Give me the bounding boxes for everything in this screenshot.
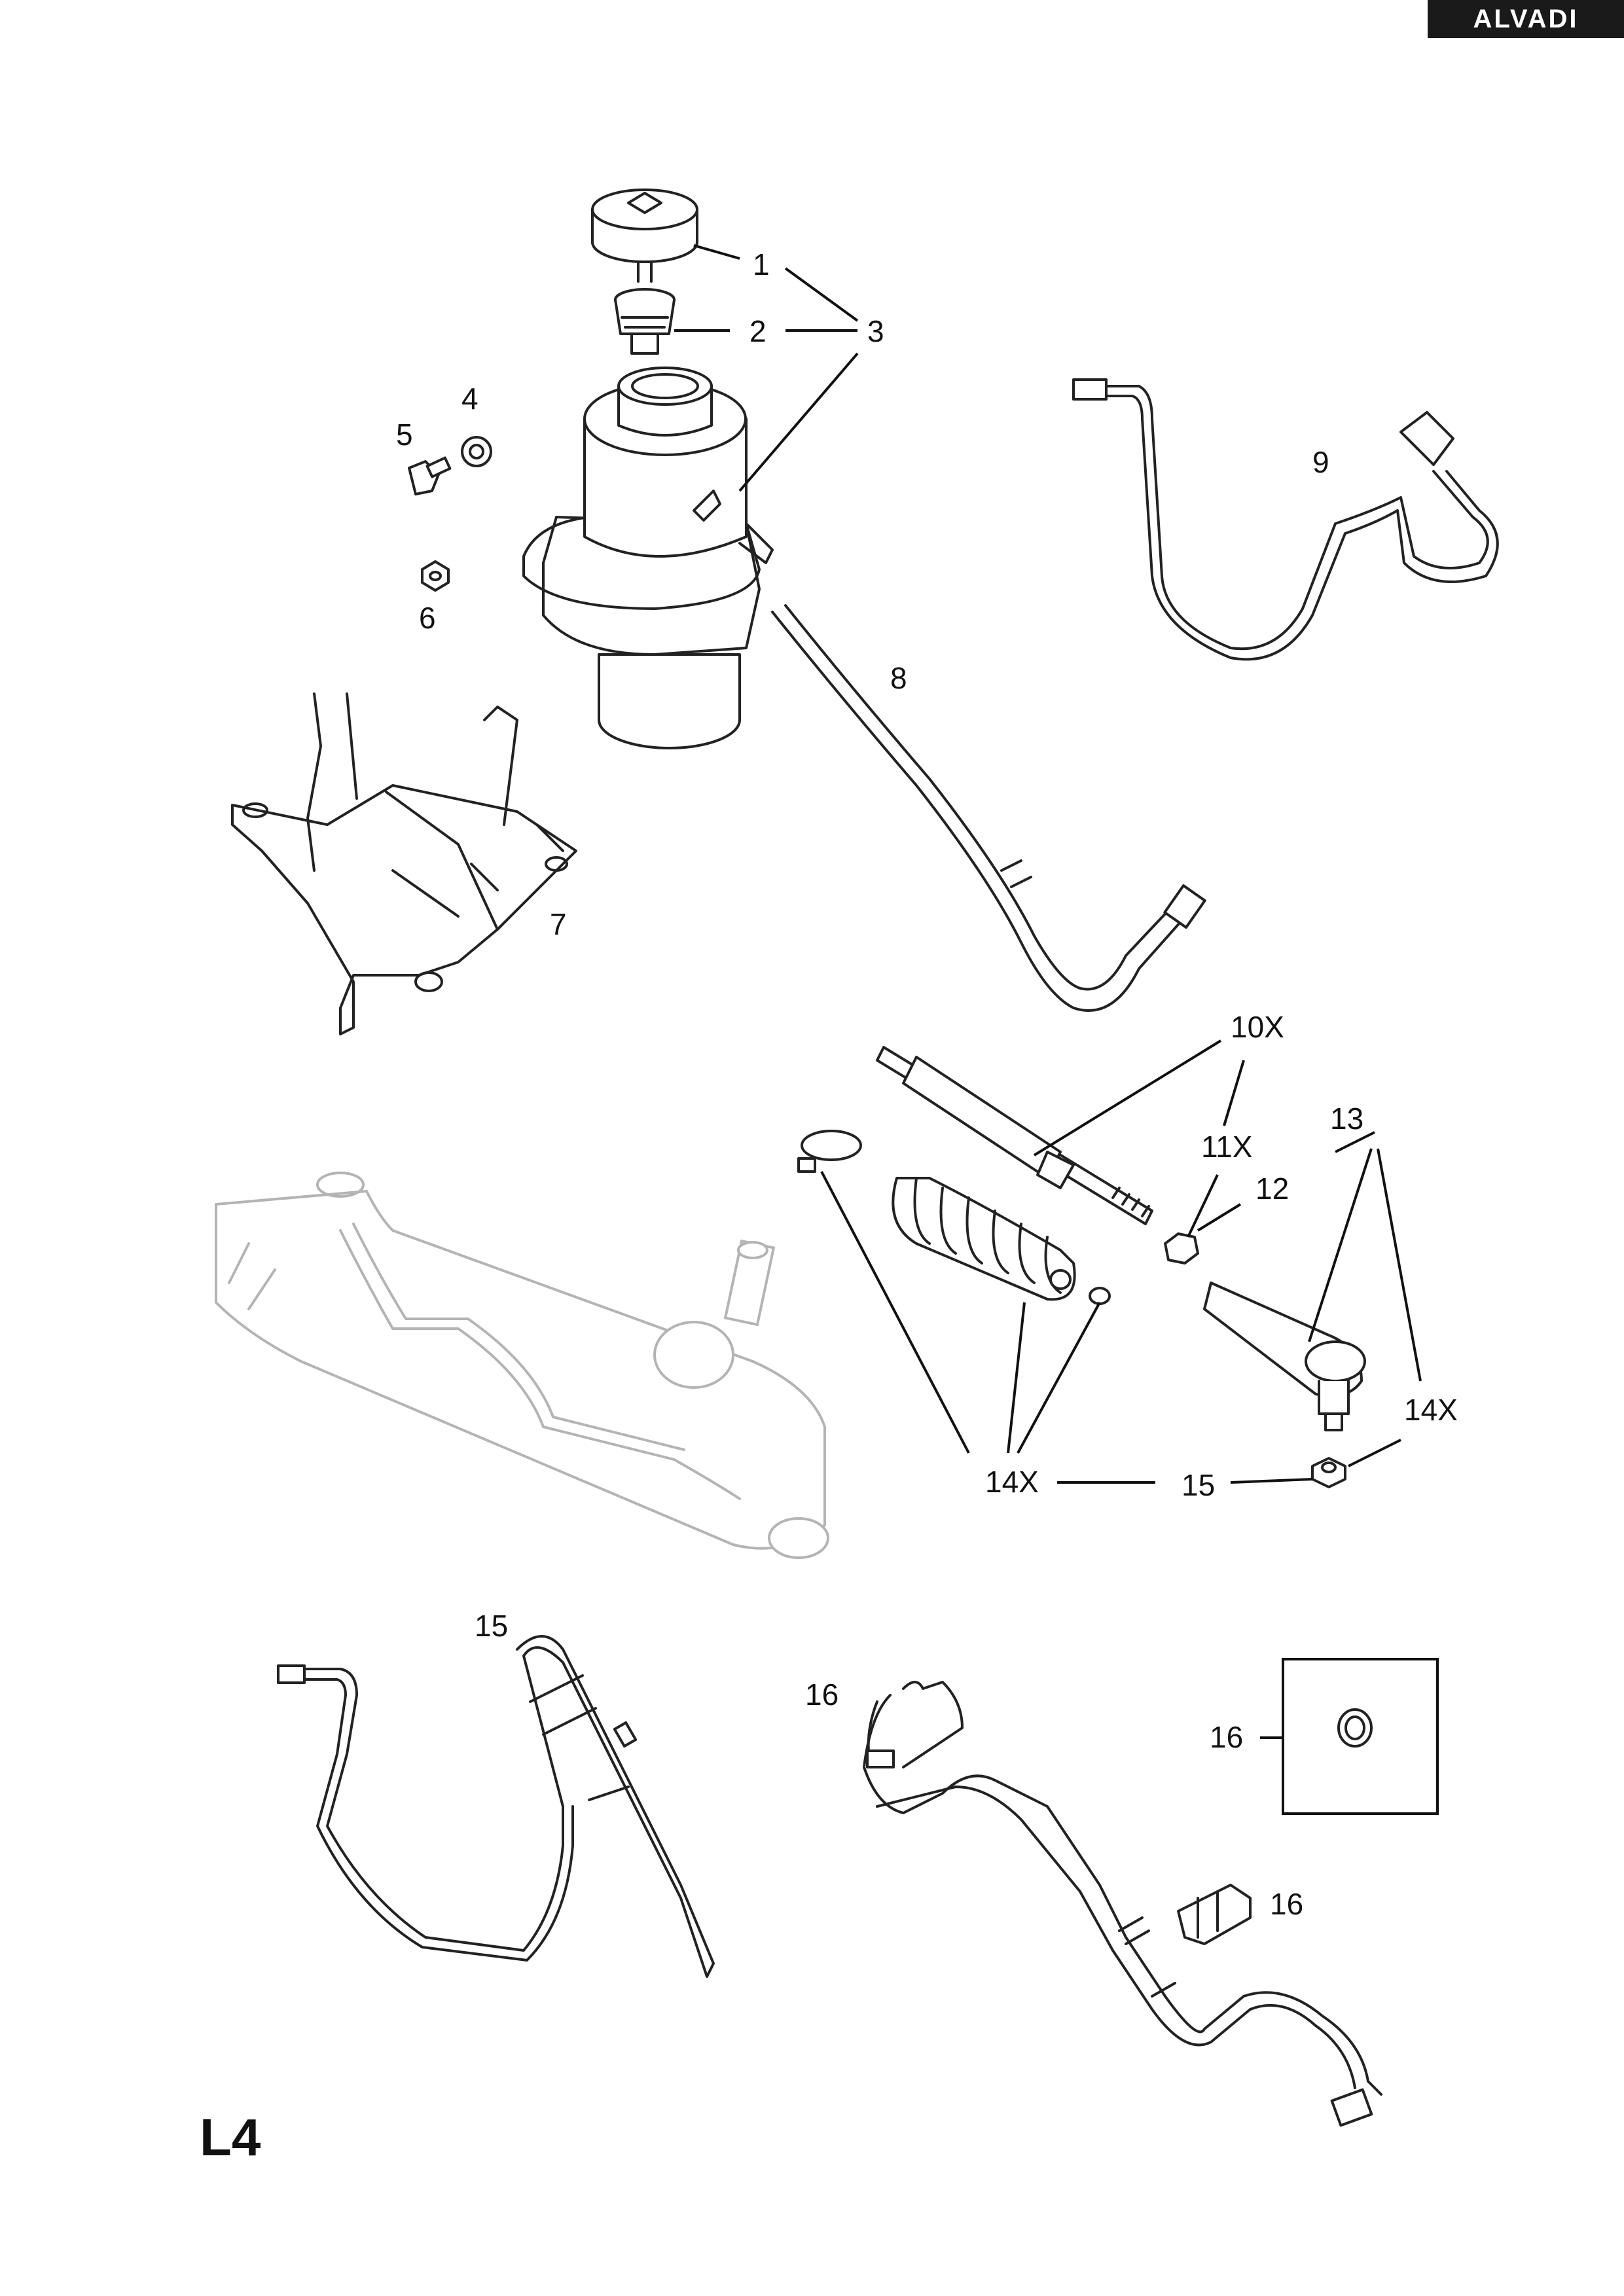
callout-13: 16 — [1210, 1720, 1243, 1754]
callout-10x: 8 — [890, 661, 907, 695]
page-code: L4 — [200, 2108, 261, 2166]
boot-clamp-part[interactable] — [797, 1130, 862, 1173]
callout-15-a: 11X — [1201, 1130, 1252, 1164]
callout-9: 15 — [475, 1609, 508, 1643]
bellows-boot-part[interactable] — [892, 1177, 1076, 1301]
tie-rod-end-part[interactable] — [1203, 1282, 1366, 1431]
callout-8: 16 — [805, 1677, 839, 1712]
callout-1: 3 — [867, 314, 884, 348]
callout-15-b: 12 — [1255, 1172, 1289, 1206]
callout-17x: 13 — [1330, 1102, 1363, 1136]
reservoir-cap-part[interactable] — [591, 188, 698, 283]
brand-badge: ALVADI — [1428, 0, 1624, 38]
hose-10x-part[interactable] — [771, 604, 1206, 1012]
seal-ring-inset[interactable] — [1282, 1658, 1439, 1815]
leader-lines — [674, 244, 1422, 1739]
callout-14x-top: 10X — [1231, 1010, 1284, 1044]
jam-nut-part[interactable] — [1164, 1232, 1199, 1265]
pump-reservoir-part[interactable] — [522, 367, 774, 749]
callout-6: 6 — [419, 601, 436, 635]
mounting-bracket-part[interactable] — [231, 692, 577, 1035]
callout-labels: 1 2 3 4 5 6 7 8 9 10X 11X 12 13 14X 14X … — [396, 247, 1458, 1921]
callout-4: 7 — [550, 907, 567, 941]
small-clip-part[interactable] — [1089, 1287, 1111, 1305]
callout-11x: 9 — [1312, 445, 1329, 479]
pipe-9-part[interactable] — [277, 1635, 715, 1978]
steering-rack-background — [215, 1172, 829, 1559]
pipe-11x-part[interactable] — [1072, 378, 1499, 661]
strainer-part[interactable] — [614, 288, 676, 355]
callout-16-right: 14X — [1404, 1393, 1458, 1427]
nut-part[interactable] — [421, 560, 450, 592]
callout-2: 1 — [753, 247, 770, 281]
tie-rod-part[interactable] — [876, 1046, 1153, 1225]
callout-12: 16 — [1270, 1887, 1303, 1921]
castle-nut-part[interactable] — [1311, 1457, 1346, 1488]
brand-name: ALVADI — [1473, 4, 1579, 33]
callout-7: 5 — [396, 418, 413, 452]
washer-part[interactable] — [461, 436, 492, 467]
pipe-8-part[interactable] — [863, 1681, 1382, 2127]
callout-16-bottom: 15 — [1182, 1468, 1215, 1502]
callout-14x-bottom: 14X — [985, 1465, 1039, 1499]
clip-bracket-part[interactable] — [1177, 1884, 1252, 1945]
callout-5: 4 — [461, 382, 478, 416]
callout-3: 2 — [749, 314, 767, 348]
bolt-part[interactable] — [408, 456, 452, 495]
